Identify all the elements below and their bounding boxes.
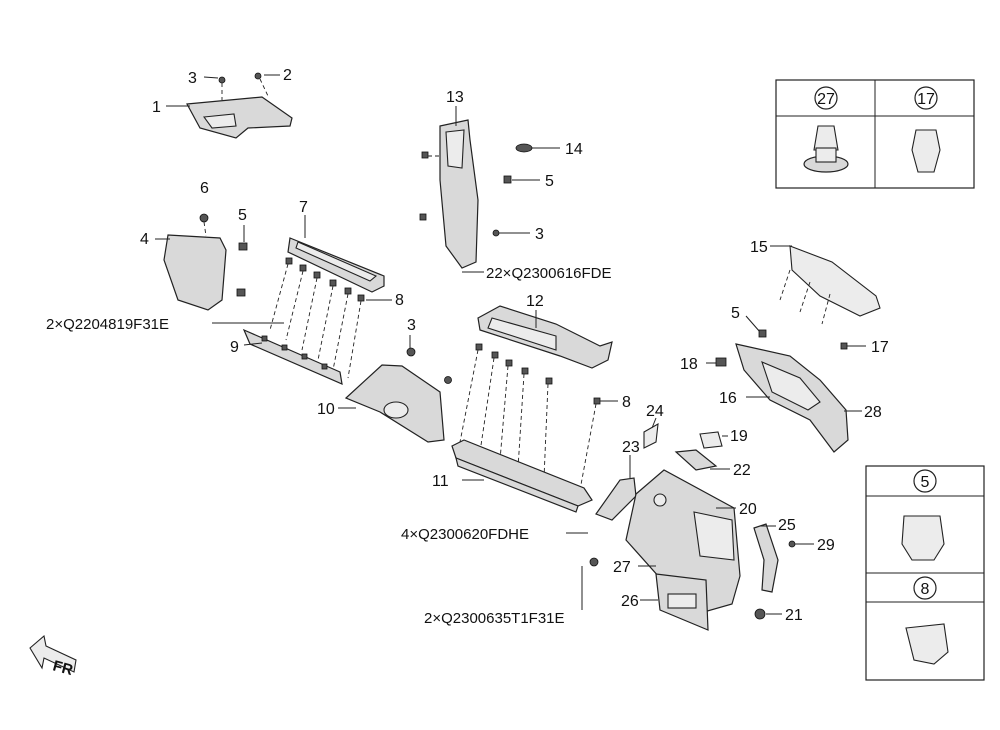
part-19-clip [699, 431, 723, 449]
callout-8-b: 8 [622, 394, 631, 411]
fastener-legend-right: 5 8 [865, 465, 985, 681]
clip-17-icon [911, 129, 941, 173]
part-code-9: 2×Q2204819F31E [46, 316, 169, 333]
callout-11: 11 [432, 473, 449, 490]
part-13-b-pillar-trim [419, 119, 479, 269]
callout-10: 10 [317, 401, 335, 418]
callout-5: 5 [238, 207, 247, 224]
clip-8-icon [905, 623, 949, 665]
callout-23: 23 [622, 439, 640, 456]
callout-16: 16 [719, 390, 737, 407]
part-11-rear-sill-lower [451, 439, 593, 513]
callout-5-c: 5 [731, 305, 740, 322]
legend-label-8: 8 [921, 581, 930, 598]
part-12-rear-sill-plate [459, 305, 613, 491]
callout-9: 9 [230, 339, 239, 356]
part-9-sill-lower [242, 328, 343, 385]
part-15-quarter-upper [779, 245, 881, 325]
part-22-bracket [674, 449, 718, 471]
part-1-pillar-trim [186, 72, 293, 139]
front-direction-arrow-icon: FR [29, 634, 77, 679]
callout-8: 8 [395, 292, 404, 309]
callout-4: 4 [140, 231, 149, 248]
callout-19: 19 [730, 428, 748, 445]
callout-3: 3 [188, 70, 197, 87]
callout-3-c: 3 [535, 226, 544, 243]
callout-12: 12 [526, 293, 544, 310]
legend-label-17: 17 [917, 91, 935, 108]
callout-1: 1 [152, 99, 161, 116]
callout-7: 7 [299, 199, 308, 216]
part-21-nut [754, 608, 766, 620]
part-25-trim-strip [753, 523, 779, 593]
part-24-cap [643, 422, 659, 449]
callout-21: 21 [785, 607, 803, 624]
callout-17: 17 [871, 339, 889, 356]
callout-18: 18 [680, 356, 698, 373]
part-16-quarter-panel [735, 343, 849, 453]
callout-22: 22 [733, 462, 751, 479]
part-23-bracket [595, 477, 637, 521]
callout-3-b: 3 [407, 317, 416, 334]
clip-5-icon [901, 515, 945, 561]
push-rivet-icon [803, 125, 849, 173]
part-4-kick-panel [163, 213, 248, 311]
callout-5-b: 5 [545, 173, 554, 190]
callout-20: 20 [739, 501, 757, 518]
callout-27: 27 [613, 559, 631, 576]
callout-14: 14 [565, 141, 583, 158]
callout-13: 13 [446, 89, 464, 106]
part-code-11: 4×Q2300620FDHE [401, 526, 529, 543]
callout-6: 6 [200, 180, 209, 197]
direction-label: FR [51, 657, 75, 679]
fastener-legend-top: 27 17 [775, 79, 975, 189]
part-26-scuff-panel [655, 573, 709, 631]
legend-label-5: 5 [921, 474, 930, 491]
callout-24: 24 [646, 403, 664, 420]
callout-2: 2 [283, 67, 292, 84]
part-10-lower-trim [344, 347, 452, 443]
part-code-27: 2×Q2300635T1F31E [424, 610, 565, 627]
legend-label-27: 27 [817, 91, 835, 108]
callout-26: 26 [621, 593, 639, 610]
part-code-13: 22×Q2300616FDE [486, 265, 612, 282]
part-7-sill-plate [269, 237, 385, 379]
part-20-trunk-trim [625, 469, 741, 613]
callout-28: 28 [864, 404, 882, 421]
callout-25: 25 [778, 517, 796, 534]
callout-29: 29 [817, 537, 835, 554]
callout-15: 15 [750, 239, 768, 256]
